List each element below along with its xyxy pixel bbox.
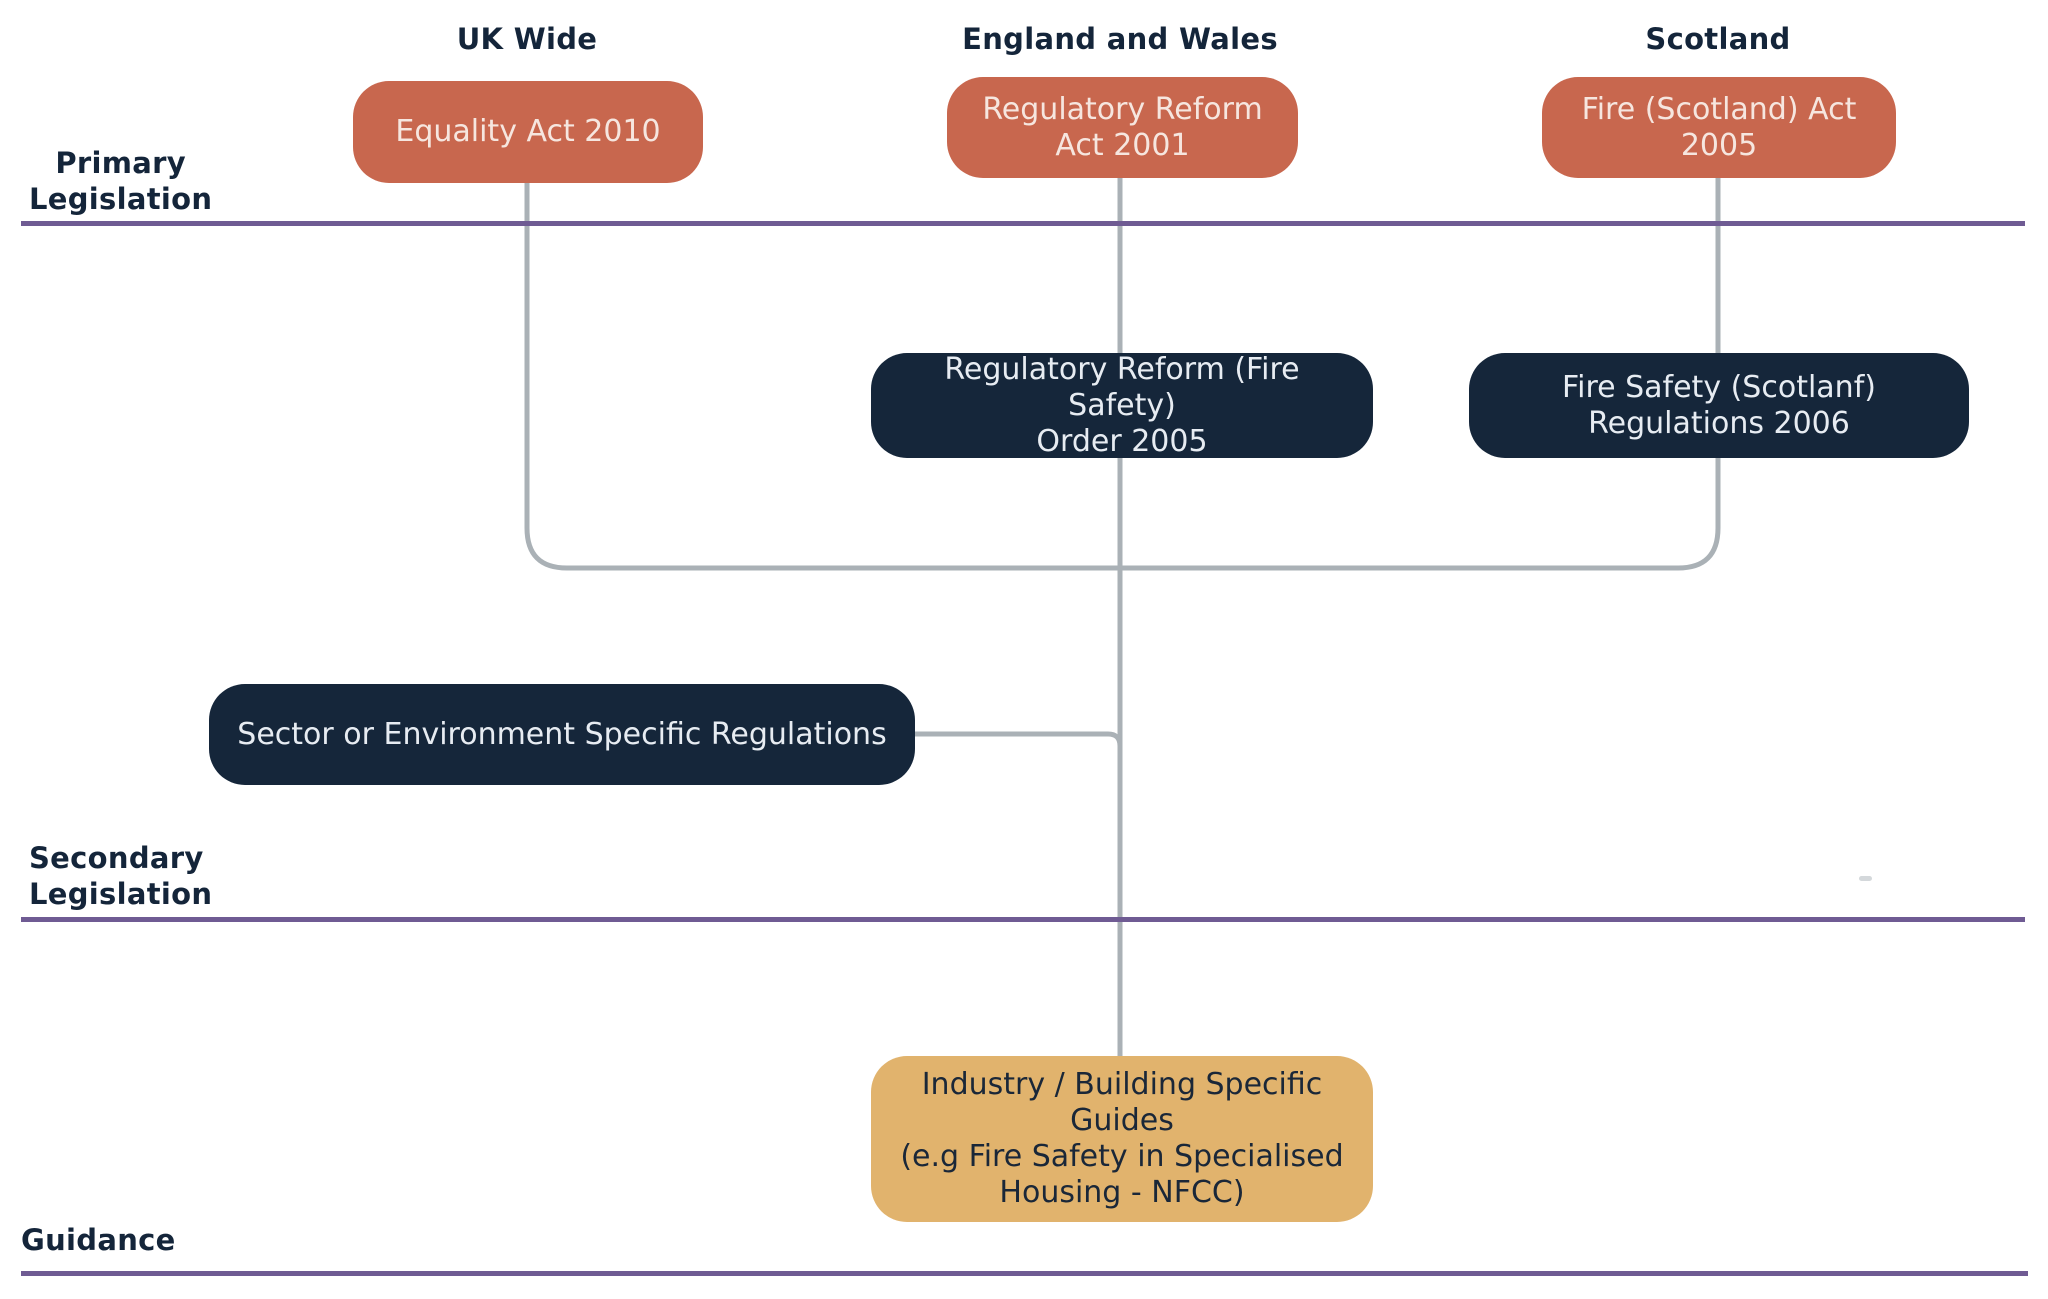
- node-industry-building-specific-guides: Industry / Building Specific Guides (e.g…: [871, 1056, 1373, 1222]
- row-label-secondary-legislation: Secondary Legislation: [29, 841, 213, 911]
- connector-equality-act: [524, 180, 1123, 571]
- secondary-legislation-divider: [21, 917, 2025, 922]
- node-fire-safety-scotland-regulations-2006: Fire Safety (Scotlanf) Regulations 2006: [1469, 353, 1969, 458]
- guidance-divider: [21, 1271, 2028, 1276]
- stray-mark: [1859, 876, 1872, 881]
- column-heading-scotland: Scotland: [1645, 22, 1791, 56]
- node-sector-environment-specific-regulations: Sector or Environment Specific Regulatio…: [209, 684, 915, 785]
- connector-sector-regulations: [909, 731, 1123, 749]
- column-heading-uk-wide: UK Wide: [456, 22, 598, 56]
- row-label-guidance: Guidance: [21, 1223, 176, 1257]
- column-heading-england-wales: England and Wales: [962, 22, 1278, 56]
- node-fire-scotland-act-2005: Fire (Scotland) Act 2005: [1542, 77, 1896, 178]
- node-equality-act-2010: Equality Act 2010: [353, 81, 703, 183]
- row-label-primary-legislation: Primary Legislation: [29, 146, 213, 216]
- primary-legislation-divider: [21, 221, 2025, 226]
- connector-fire-scotland-regs: [1117, 455, 1721, 571]
- node-regulatory-reform-act-2001: Regulatory Reform Act 2001: [947, 77, 1298, 178]
- node-regulatory-reform-fire-safety-order-2005: Regulatory Reform (Fire Safety) Order 20…: [871, 352, 1373, 459]
